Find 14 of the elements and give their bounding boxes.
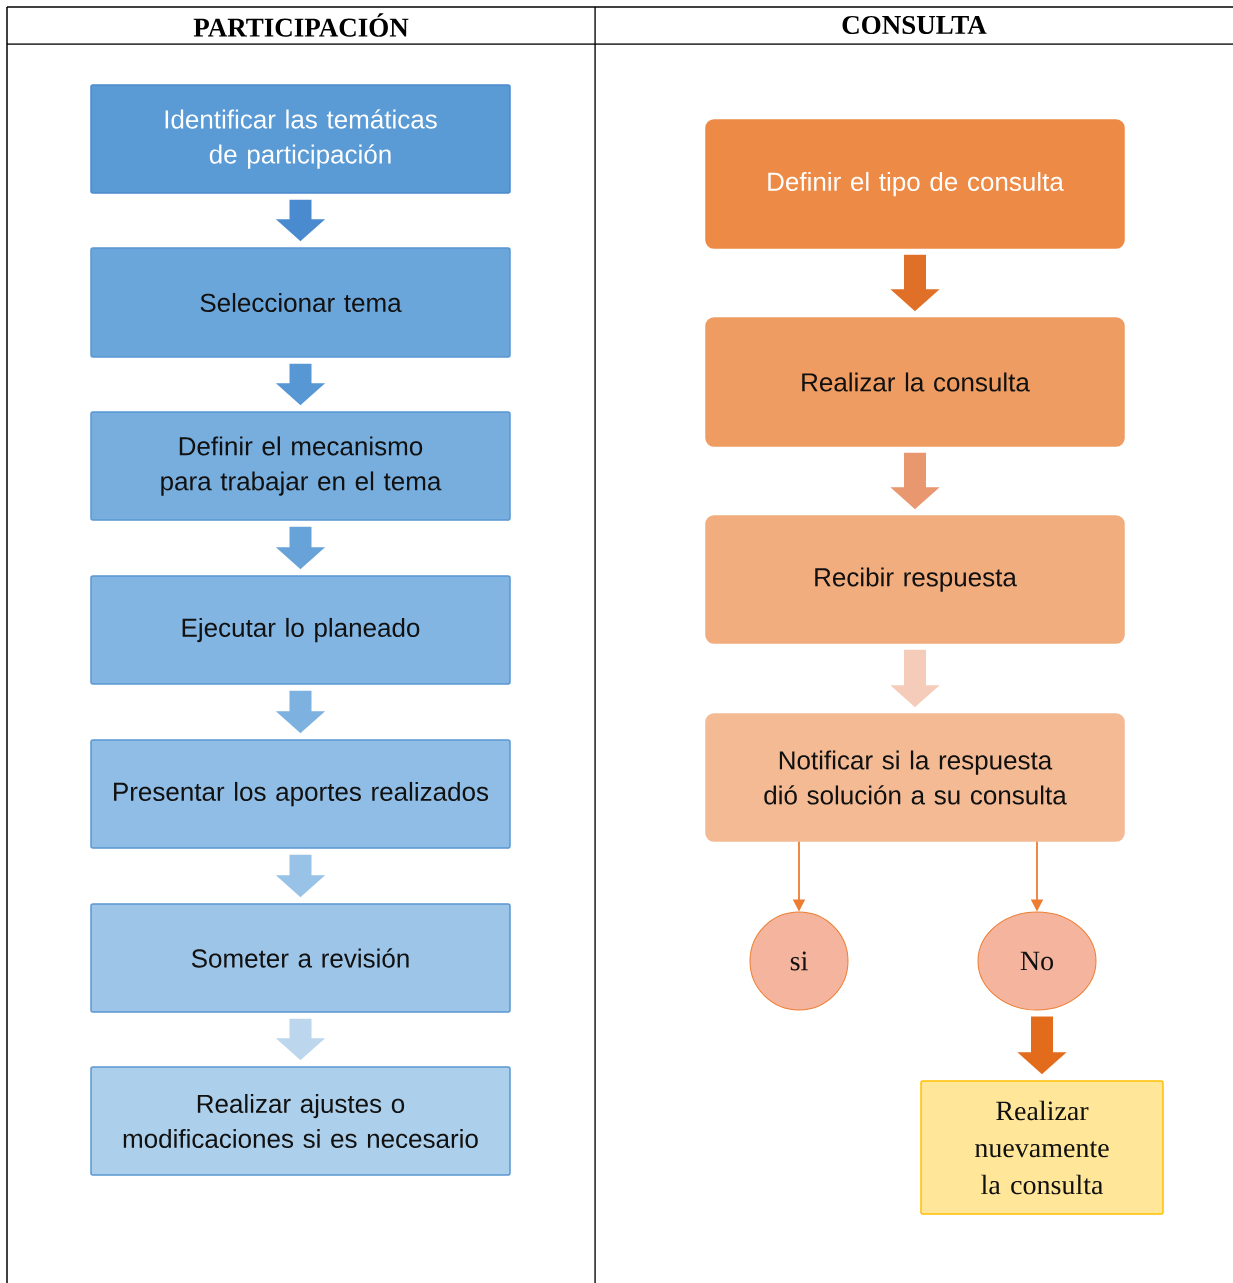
process-box: Ejecutar lo planeado xyxy=(90,575,511,685)
process-box: Definir el tipo de consulta xyxy=(705,119,1125,249)
process-box: Someter a revisión xyxy=(90,903,511,1013)
process-box: Notificar si la respuesta dió solución a su consulta xyxy=(705,713,1125,842)
process-box: Realizar la consulta xyxy=(705,317,1125,447)
column-header: CONSULTA xyxy=(842,15,987,35)
process-box: Presentar los aportes realizados xyxy=(90,739,511,849)
process-box: Definir el mecanismo para trabajar en el tema xyxy=(90,411,511,521)
process-box: Realizar nuevamente la consulta xyxy=(920,1080,1164,1215)
process-box: Recibir respuesta xyxy=(705,515,1125,644)
process-box: Identificar las temáticas de participación xyxy=(90,84,511,194)
process-box: Seleccionar tema xyxy=(90,247,511,358)
process-box: Realizar ajustes o modificaciones si es necesario xyxy=(90,1066,511,1176)
column-header: PARTICIPACIÓN xyxy=(193,13,409,37)
